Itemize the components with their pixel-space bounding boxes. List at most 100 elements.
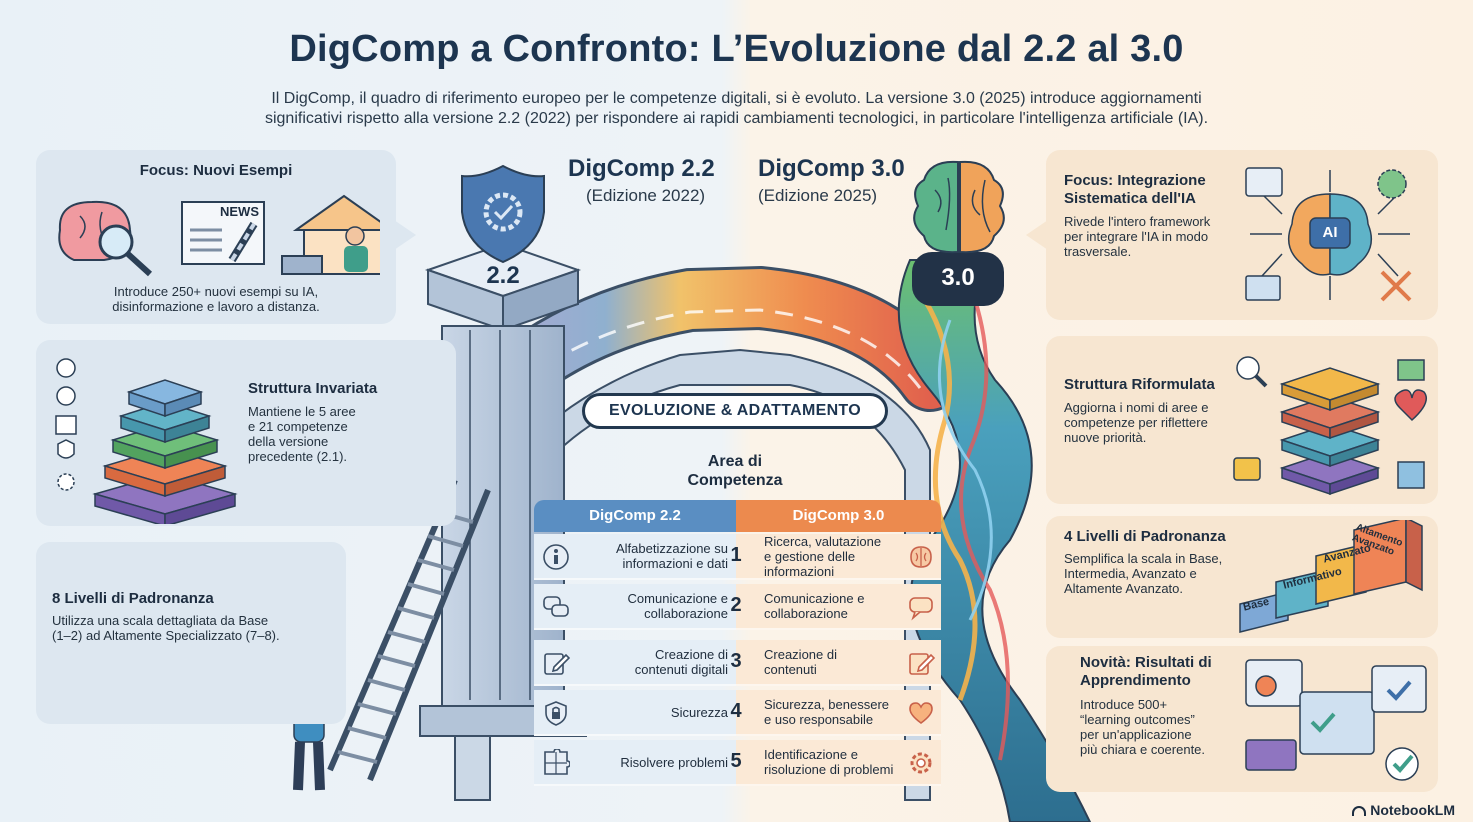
evolution-label: EVOLUZIONE & ADATTAMENTO xyxy=(582,393,888,429)
row-3-30-line-1: Creazione di xyxy=(764,647,837,662)
card-learning-outcomes: Novità: Risultati di Apprendimento Intro… xyxy=(1046,646,1438,792)
page-title: DigComp a Confronto: L’Evoluzione dal 2.… xyxy=(289,28,1184,70)
card-structure-unchanged-title: Struttura Invariata xyxy=(248,380,378,397)
v22-edition: (Edizione 2022) xyxy=(586,186,706,205)
row-3-30-line-2: contenuti xyxy=(764,662,817,677)
stream-line-1 xyxy=(922,298,978,701)
new-examples-icons xyxy=(58,194,380,277)
notebooklm-icon xyxy=(1352,806,1367,817)
shield-lock-icon xyxy=(545,701,567,726)
card-structure-unchanged-line-3: della versione xyxy=(248,434,329,449)
column-header-3-0: DigComp 3.0 xyxy=(736,500,941,532)
card-ai-line-1: Rivede l'intero framework xyxy=(1064,214,1211,229)
row-1-22-line-2: informazioni e dati xyxy=(622,556,729,571)
reformulated-stack-icon xyxy=(1233,356,1427,496)
row-1-30-line-3: informazioni xyxy=(764,563,835,579)
card-new-examples: Focus: Nuovi Esempi NEWS Introduce 250+ … xyxy=(36,150,396,324)
table-title-line-2: Competenza xyxy=(687,472,783,489)
pencil-icon xyxy=(909,653,935,675)
card-ai-integration: Focus: Integrazione Sistematica dell'IA … xyxy=(1046,150,1438,320)
shield-gear-icon xyxy=(461,164,545,264)
card-structure-reformulated-line-3: nuove priorità. xyxy=(1064,430,1147,445)
card-structure-unchanged-line-2: e 21 competenze xyxy=(248,419,348,434)
row-2-22-line-1: Comunicazione e xyxy=(627,591,728,606)
v30-title: DigComp 3.0 xyxy=(758,155,905,182)
row-2-number: 2 xyxy=(730,594,742,616)
row-4-30-line-1: Sicurezza, benessere xyxy=(764,697,890,712)
stack-layers-icon xyxy=(55,358,238,524)
card-outcomes-title-2: Apprendimento xyxy=(1080,672,1191,689)
card-4-levels-line-2: Intermedia, Avanzato e xyxy=(1064,566,1197,581)
row-5-number: 5 xyxy=(730,750,742,772)
badge-3-0: 3.0 xyxy=(941,264,975,291)
chat-bubbles-icon xyxy=(543,596,569,617)
badge-2-2: 2.2 xyxy=(486,262,520,289)
card-4-levels-line-3: Altamente Avanzato. xyxy=(1064,581,1184,596)
brain-magnifier-icon xyxy=(58,200,153,277)
row-4-22-line-1: Sicurezza xyxy=(670,704,728,720)
levels-steps-icon xyxy=(1239,520,1423,633)
stream-line-2 xyxy=(959,299,1010,761)
card-structure-reformulated: Struttura Riformulata Aggiorna i nomi di… xyxy=(1046,336,1438,504)
remote-work-icon xyxy=(281,194,380,275)
card-ai-line-2: per integrare l'IA in modo xyxy=(1064,229,1209,244)
card-structure-reformulated-line-1: Aggiorna i nomi di aree e xyxy=(1064,400,1209,415)
badge-3-0-plate xyxy=(912,252,1004,306)
card-outcomes-line-2: “learning outcomes” xyxy=(1080,712,1195,727)
card-pointer-left-1 xyxy=(394,220,416,250)
column-header-2-2: DigComp 2.2 xyxy=(534,500,736,532)
news-chain-icon xyxy=(181,201,265,265)
card-4-levels: 4 Livelli di Padronanza Semplifica la sc… xyxy=(1046,516,1438,638)
edit-document-icon xyxy=(544,653,570,675)
row-5-30-line-2: risoluzione di problemi xyxy=(764,762,894,777)
brain-small-icon xyxy=(910,546,932,568)
puzzle-icon xyxy=(544,749,570,775)
v22-title: DigComp 2.2 xyxy=(568,155,715,182)
card-ai-title-2: Sistematica dell'IA xyxy=(1064,190,1196,207)
card-structure-unchanged: Struttura Invariata Mantiene le 5 aree e… xyxy=(36,340,456,526)
card-outcomes-title-1: Novità: Risultati di xyxy=(1080,654,1212,671)
card-4-levels-title: 4 Livelli di Padronanza xyxy=(1064,528,1226,545)
card-structure-reformulated-title: Struttura Riformulata xyxy=(1064,376,1215,393)
row-1-22-line-1: Alfabetizzazione su xyxy=(615,541,728,556)
subtitle-line-1: Il DigComp, il quadro di riferimento eur… xyxy=(271,90,1202,107)
brain-icon xyxy=(913,160,1005,254)
row-4-number: 4 xyxy=(730,700,742,722)
card-4-levels-line-1: Semplifica la scala in Base, xyxy=(1064,551,1223,566)
card-ai-line-3: trasversale. xyxy=(1064,244,1132,259)
row-2-30-line-1: Comunicazione e xyxy=(764,591,865,606)
card-structure-unchanged-line-1: Mantiene le 5 aree xyxy=(248,404,356,419)
card-new-examples-title: Focus: Nuovi Esempi xyxy=(139,162,293,179)
row-1-number: 1 xyxy=(730,544,742,566)
card-8-levels-title: 8 Livelli di Padronanza xyxy=(52,590,214,607)
stream-line-3 xyxy=(937,319,993,621)
road-lane-marking xyxy=(438,308,922,471)
card-outcomes-line-3: per un'applicazione xyxy=(1080,727,1192,742)
card-outcomes-line-1: Introduce 500+ xyxy=(1080,697,1168,712)
outcomes-windows-icon xyxy=(1245,659,1427,781)
row-2-30-line-2: collaborazione xyxy=(764,606,848,621)
row-3-22-line-2: contenuti digitali xyxy=(634,662,728,677)
row-5-22-line-1: Risolvere problemi xyxy=(620,754,728,770)
card-8-levels-line-1: Utilizza una scala dettagliata da Base xyxy=(52,613,269,628)
ai-chip-label: AI xyxy=(1322,224,1338,241)
table-title: Area di Competenza xyxy=(640,452,830,490)
row-1-30-line-2: e gestione delle xyxy=(764,548,856,564)
v30-edition: (Edizione 2025) xyxy=(758,186,878,205)
card-8-levels-line-2: (1–2) ad Altamente Specializzato (7–8). xyxy=(52,628,280,643)
row-3-22-line-1: Creazione di xyxy=(655,647,728,662)
row-5-30-line-1: Identificazione e xyxy=(764,747,858,762)
card-structure-unchanged-line-4: precedente (2.1). xyxy=(248,449,348,464)
card-outcomes-line-4: più chiara e coerente. xyxy=(1080,742,1206,757)
card-ai-title-1: Focus: Integrazione xyxy=(1064,172,1206,189)
info-icon xyxy=(543,544,569,570)
brand-name: NotebookLM xyxy=(1370,802,1455,818)
row-1-30-line-1: Ricerca, valutazione xyxy=(764,533,882,549)
row-3-number: 3 xyxy=(730,650,742,672)
